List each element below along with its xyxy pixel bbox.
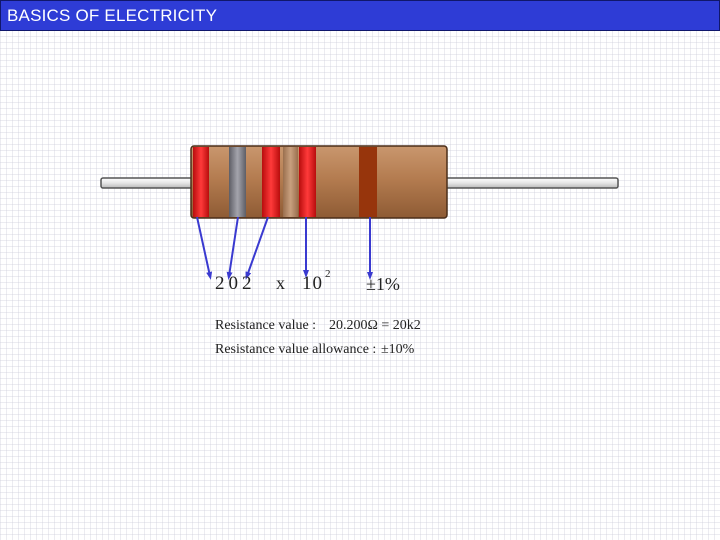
arrow-digit-1 (196, 216, 213, 280)
formula-tolerance: ±1% (366, 274, 400, 294)
band-4-tan (283, 147, 298, 217)
arrow-digit-2 (226, 216, 239, 280)
title-bar: BASICS OF ELECTRICITY (0, 0, 720, 31)
right-lead-wire (443, 177, 619, 189)
band-3-red (262, 147, 280, 217)
resistance-allowance-value: ±10% (381, 342, 415, 357)
arrow-digit-3 (245, 216, 269, 280)
resistance-allowance-label: Resistance value allowance : (215, 342, 377, 357)
resistor-body (190, 145, 448, 219)
band-2-gray (229, 147, 246, 217)
formula-times-sign: x (276, 273, 285, 293)
formula-exponent: 2 (325, 268, 331, 280)
band-1-red (193, 147, 209, 217)
resistance-value-label: Resistance value : (215, 318, 317, 333)
formula-digits: 202 (215, 273, 256, 294)
band-5-red (299, 147, 316, 217)
formula-base: 10 (302, 273, 323, 294)
page-title: BASICS OF ELECTRICITY (7, 6, 218, 25)
left-lead-wire (100, 177, 194, 189)
resistance-value: 20.200Ω = 20k2 (329, 318, 421, 333)
band-6-brown (359, 147, 377, 217)
